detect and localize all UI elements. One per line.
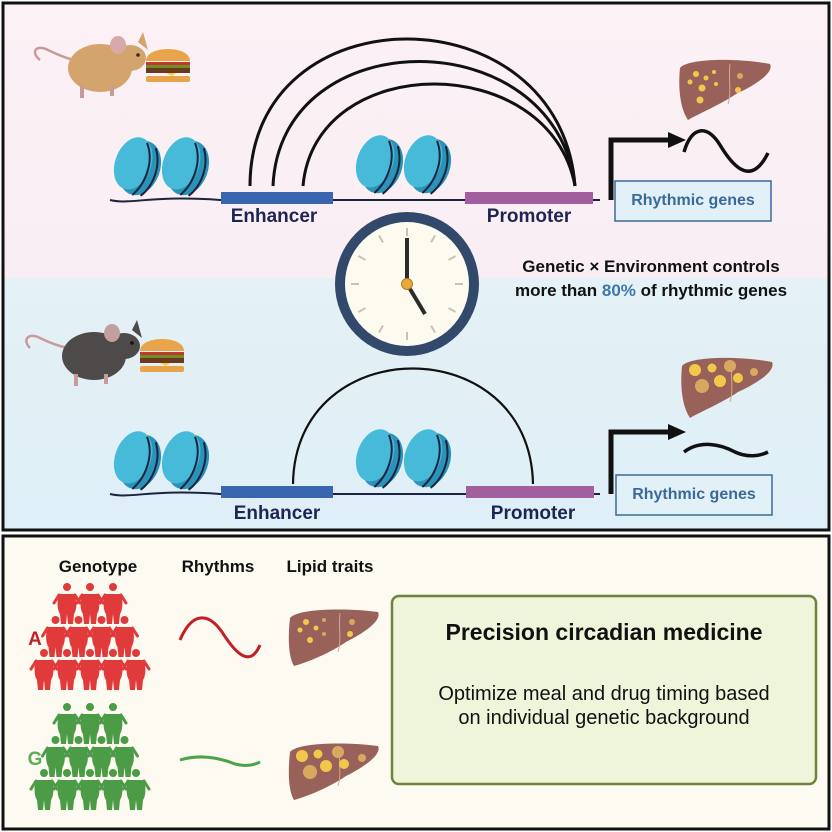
- clock-center: [401, 278, 413, 290]
- person-icon: [98, 583, 128, 624]
- population-a: [29, 583, 151, 690]
- promoter-label: Promoter: [491, 503, 576, 524]
- nucleosome-pair-left: [113, 431, 210, 491]
- precision-medicine-body-line1: Optimize meal and drug timing based: [438, 683, 769, 705]
- header-genotype: Genotype: [59, 557, 137, 576]
- person-icon: [121, 769, 151, 810]
- clock-tick: [448, 307, 456, 313]
- precision-medicine-box: Precision circadian medicine Optimize me…: [390, 594, 818, 786]
- clock-icon: [335, 212, 479, 356]
- fat-droplets: [687, 70, 743, 104]
- promoter-label: Promoter: [487, 206, 572, 227]
- header-lipid-traits: Lipid traits: [287, 557, 374, 576]
- statement-prefix: more than: [515, 281, 602, 300]
- transcription-arrow: [608, 429, 670, 494]
- fat-droplets: [689, 360, 758, 393]
- clock-tick: [378, 235, 384, 243]
- condition-1: Enhancer Promoter Rhythmic genes: [33, 32, 772, 227]
- clock-tick: [448, 255, 456, 261]
- dna-strand: [109, 197, 600, 203]
- precision-medicine-title: Precision circadian medicine: [445, 619, 762, 645]
- person-icon: [121, 649, 151, 690]
- liver-icon: [679, 59, 771, 120]
- promoter-element: [466, 486, 594, 498]
- genotype-letter-g: G: [28, 749, 43, 770]
- enhancer-element: [221, 486, 333, 498]
- top-panel-border: [1, 1, 831, 532]
- dna-strand: [109, 491, 600, 497]
- rhythmic-genes-box: [614, 180, 772, 222]
- person-icon: [87, 736, 116, 777]
- liver-icon-g: [288, 743, 379, 800]
- header-rhythms: Rhythms: [182, 557, 255, 576]
- enhancer-label: Enhancer: [231, 206, 318, 227]
- statement-highlight: 80%: [602, 281, 636, 300]
- promoter-element: [465, 192, 593, 204]
- enhancer-element: [221, 192, 333, 204]
- person-icon: [29, 649, 59, 690]
- population-g: [29, 703, 151, 810]
- rhythm-wave-high: [682, 129, 770, 173]
- rhythm-wave-low: [682, 442, 769, 458]
- person-icon: [110, 736, 139, 777]
- condition-2: Enhancer Promoter Rhythmic genes: [25, 320, 773, 524]
- person-icon: [98, 769, 128, 810]
- clock-tick: [378, 325, 384, 333]
- burger-icon: [140, 339, 184, 372]
- clock-tick: [358, 307, 366, 313]
- loop-1: [248, 37, 577, 187]
- enhancer-label: Enhancer: [234, 503, 321, 524]
- center-statement-line2: more than 80% of rhythmic genes: [515, 281, 787, 300]
- rhythmic-genes-label: Rhythmic genes: [631, 192, 755, 209]
- transcription-arrow: [608, 137, 670, 200]
- clock-tick: [358, 255, 366, 261]
- arrow-head-icon: [668, 132, 686, 148]
- rhythm-wave-red: [178, 616, 262, 659]
- clock-tick: [430, 235, 436, 243]
- arrow-head-icon: [668, 424, 686, 440]
- clock-ticks: [351, 228, 463, 340]
- chromatin-loop: [291, 367, 535, 485]
- precision-medicine-body-line2: on individual genetic background: [458, 707, 749, 729]
- genotype-letter-a: A: [28, 629, 42, 650]
- rhythmic-genes-label: Rhythmic genes: [632, 486, 756, 503]
- loop-3: [301, 82, 577, 187]
- rhythm-wave-green: [179, 755, 261, 767]
- mouse-icon: [33, 32, 148, 98]
- center-statement-line1: Genetic × Environment controls: [522, 257, 779, 276]
- rhythmic-genes-box: [615, 474, 773, 516]
- person-icon: [75, 583, 105, 624]
- nucleosome-pair-middle: [355, 429, 452, 489]
- liver-icon: [681, 357, 773, 418]
- mouse-icon: [25, 320, 142, 386]
- nucleosome-pair-left: [113, 137, 210, 197]
- liver-icon-a: [288, 609, 379, 666]
- bottom-panel: Genotype Rhythms Lipid traits A G: [1, 534, 831, 831]
- statement-suffix: of rhythmic genes: [636, 281, 787, 300]
- chromatin-loops: [248, 37, 577, 187]
- person-icon: [98, 703, 128, 744]
- nucleosome-pair-middle: [355, 135, 452, 195]
- person-icon: [52, 703, 82, 744]
- person-icon: [41, 736, 70, 777]
- clock-tick: [430, 325, 436, 333]
- person-icon: [87, 616, 116, 657]
- person-icon: [110, 616, 139, 657]
- loop-2: [271, 60, 577, 187]
- burger-icon: [146, 49, 190, 82]
